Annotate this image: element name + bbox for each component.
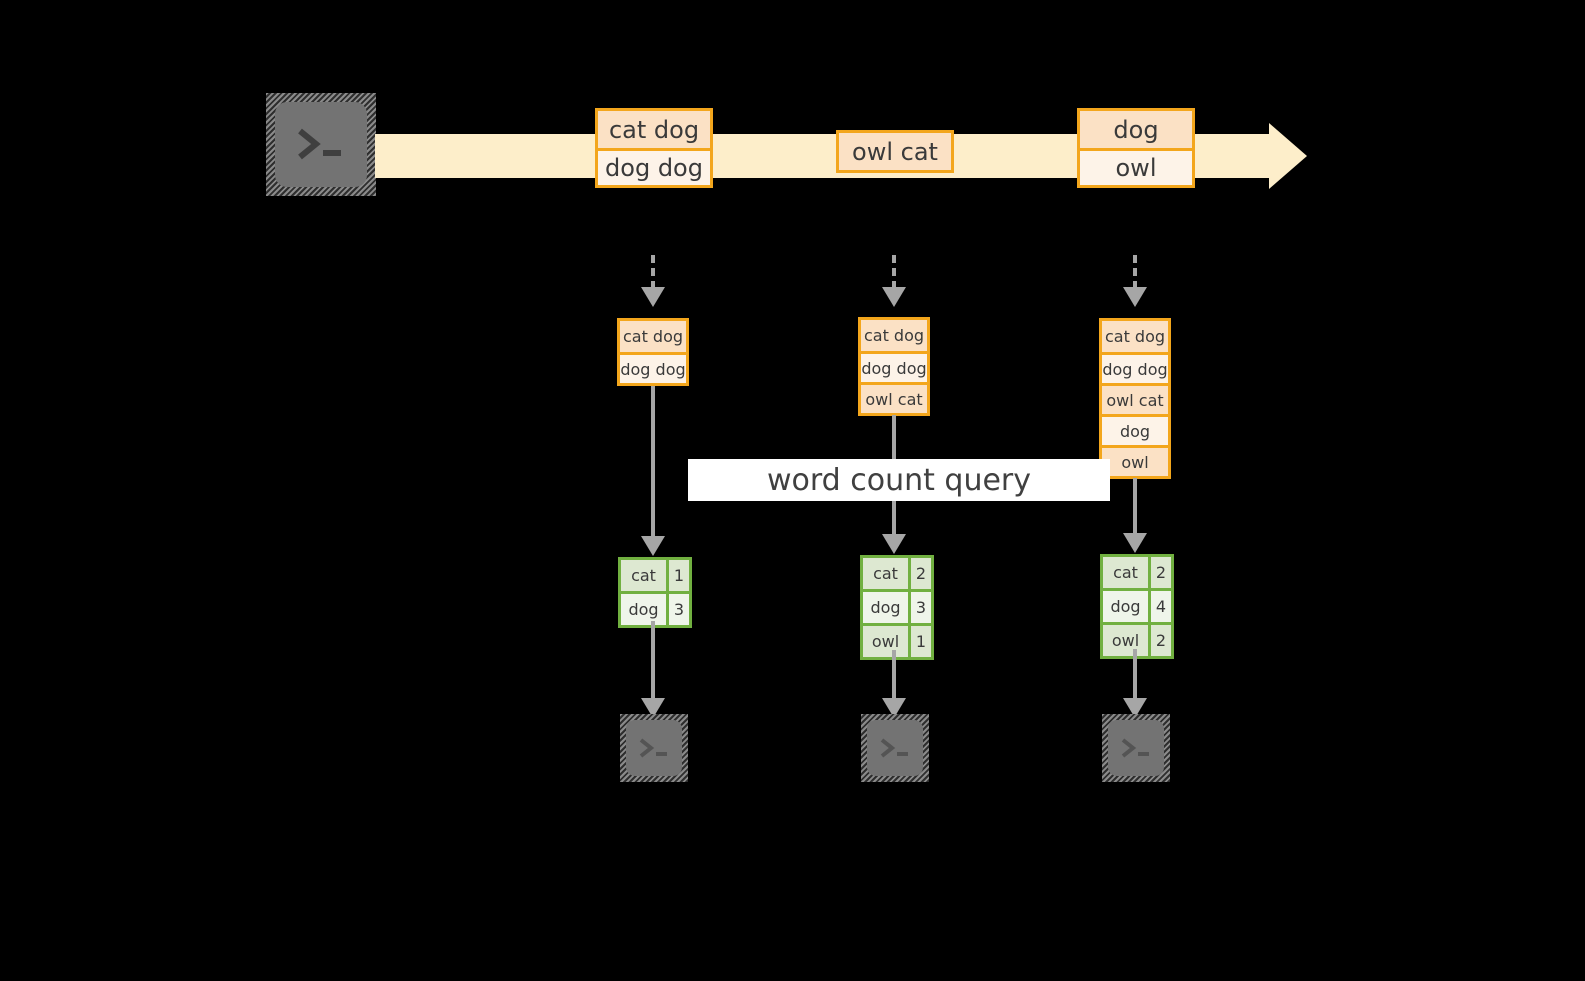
word-cell: owl xyxy=(1103,625,1151,656)
tap-connector-t3 xyxy=(1133,255,1137,289)
record-line: dog xyxy=(1080,111,1192,148)
result-table-t2: cat 2 dog 3 owl 1 xyxy=(860,555,934,660)
table-row: owl 1 xyxy=(863,623,931,657)
record-line: owl xyxy=(1080,148,1192,185)
state-line: cat dog xyxy=(1102,321,1168,352)
arrowhead-icon xyxy=(882,698,906,718)
consumer-connector-t2 xyxy=(892,650,896,706)
record-line: cat dog xyxy=(598,111,710,148)
producer-terminal-icon xyxy=(266,93,376,196)
terminal-prompt-icon xyxy=(1102,714,1170,782)
arrowhead-icon xyxy=(641,698,665,718)
table-row: dog 4 xyxy=(1103,588,1171,622)
state-stack-t3: cat dog dog dog owl cat dog owl xyxy=(1099,318,1171,479)
word-cell: dog xyxy=(863,592,911,623)
table-row: cat 1 xyxy=(621,560,689,591)
count-cell: 4 xyxy=(1151,591,1171,622)
count-cell: 2 xyxy=(1151,557,1171,588)
count-cell: 2 xyxy=(911,558,931,589)
count-cell: 2 xyxy=(1151,625,1171,656)
consumer-terminal-t1 xyxy=(620,714,688,782)
query-connector-t1 xyxy=(651,386,655,538)
count-cell: 1 xyxy=(911,626,931,657)
consumer-connector-t1 xyxy=(651,621,655,706)
arrowhead-icon xyxy=(1123,533,1147,553)
query-banner: word count query xyxy=(688,459,1110,501)
stream-batch-1: cat dog dog dog xyxy=(595,108,713,188)
state-line: owl cat xyxy=(1102,383,1168,414)
record-line: dog dog xyxy=(598,148,710,185)
result-table-t3: cat 2 dog 4 owl 2 xyxy=(1100,554,1174,659)
word-cell: cat xyxy=(1103,557,1151,588)
state-line: owl cat xyxy=(861,382,927,413)
state-line: dog dog xyxy=(861,351,927,382)
terminal-body xyxy=(275,102,367,187)
stream-batch-3: dog owl xyxy=(1077,108,1195,188)
state-line: dog dog xyxy=(620,352,686,383)
table-row: dog 3 xyxy=(863,589,931,623)
state-line: owl xyxy=(1102,445,1168,476)
word-cell: dog xyxy=(1103,591,1151,622)
arrowhead-icon xyxy=(641,287,665,307)
state-line: dog xyxy=(1102,414,1168,445)
word-cell: cat xyxy=(621,560,669,591)
stream-batch-2: owl cat xyxy=(836,130,954,173)
word-cell: cat xyxy=(863,558,911,589)
arrowhead-icon xyxy=(882,534,906,554)
count-cell: 3 xyxy=(911,592,931,623)
table-row: cat 2 xyxy=(1103,557,1171,588)
tap-connector-t2 xyxy=(892,255,896,289)
terminal-prompt-icon xyxy=(620,714,688,782)
word-cell: owl xyxy=(863,626,911,657)
arrowhead-icon xyxy=(641,536,665,556)
record-line: owl cat xyxy=(839,133,951,170)
tap-connector-t1 xyxy=(651,255,655,289)
count-cell: 1 xyxy=(669,560,689,591)
table-row: cat 2 xyxy=(863,558,931,589)
table-row: dog 3 xyxy=(621,591,689,625)
state-line: cat dog xyxy=(861,320,927,351)
query-connector-t3 xyxy=(1133,478,1137,536)
state-line: dog dog xyxy=(1102,352,1168,383)
terminal-prompt-icon xyxy=(861,714,929,782)
state-stack-t1: cat dog dog dog xyxy=(617,318,689,386)
terminal-prompt-icon xyxy=(266,93,376,196)
arrowhead-icon xyxy=(1123,698,1147,718)
word-cell: dog xyxy=(621,594,669,625)
state-line: cat dog xyxy=(620,321,686,352)
result-table-t1: cat 1 dog 3 xyxy=(618,557,692,628)
count-cell: 3 xyxy=(669,594,689,625)
consumer-connector-t3 xyxy=(1133,649,1137,706)
right-arrow-icon xyxy=(1269,123,1307,189)
consumer-terminal-t2 xyxy=(861,714,929,782)
table-row: owl 2 xyxy=(1103,622,1171,656)
query-banner-label: word count query xyxy=(766,462,1032,498)
state-stack-t2: cat dog dog dog owl cat xyxy=(858,317,930,416)
consumer-terminal-t3 xyxy=(1102,714,1170,782)
arrowhead-icon xyxy=(882,287,906,307)
arrowhead-icon xyxy=(1123,287,1147,307)
